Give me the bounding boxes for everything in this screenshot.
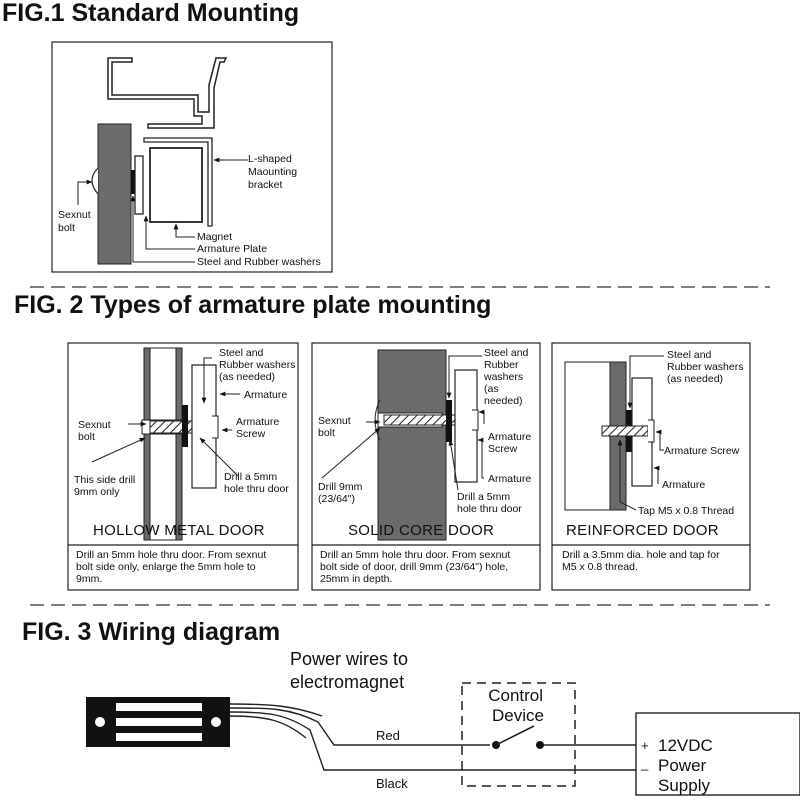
fig1-title: FIG.1 Standard Mounting <box>2 0 299 27</box>
plus-terminal-label: + <box>641 738 649 753</box>
hollow-drill-side-label: This side drill 9mm only <box>74 474 138 498</box>
red-wire-label: Red <box>376 728 400 743</box>
hollow-drill-hole-label: Drill a 5mm hole thru door <box>224 471 289 495</box>
reinforced-screw-label: Armature Screw <box>664 445 740 457</box>
power-wires-label: Power wires to electromagnet <box>290 649 413 692</box>
fig2-reinforced-panel: Steel and Rubber washers (as needed) Arm… <box>551 342 751 591</box>
solid-drill-hole-label: Drill a 5mm hole thru door <box>457 491 522 515</box>
wiring-diagram: Power wires to electromagnet Control Dev… <box>86 649 800 796</box>
hollow-armature-label: Armature <box>244 389 287 401</box>
wire-red <box>229 707 490 746</box>
solid-screw-label: Armature Screw <box>488 431 534 455</box>
fig2-title: FIG. 2 Types of armature plate mounting <box>14 291 491 319</box>
label-magnet: Magnet <box>197 231 232 243</box>
label-sexnut-bolt: Sexnut bolt <box>58 209 94 234</box>
l-bracket-top <box>107 57 228 129</box>
reinforced-armature-label: Armature <box>662 479 705 491</box>
control-device-label: Control Device <box>488 686 548 725</box>
label-l-bracket: L-shaped Maounting bracket <box>248 153 300 191</box>
solid-armature-label: Armature <box>488 473 531 485</box>
magnet <box>149 147 203 223</box>
mounting-hole-right <box>211 717 221 727</box>
reinforced-washers-label: Steel and Rubber washers (as needed) <box>667 349 746 385</box>
solid-drill-9mm-label: Drill 9mm (23/64") <box>318 481 365 505</box>
washers <box>131 170 135 194</box>
label-washers: Steel and Rubber washers <box>197 256 321 268</box>
solid-note: Drill an 5mm hole thru door. From sexnut… <box>320 549 513 585</box>
hollow-note: Drill an 5mm hole thru door. From sexnut… <box>76 549 269 585</box>
fig2-solid-panel: Steel and Rubber washers (as needed) Sex… <box>311 342 541 591</box>
hollow-washers-label: Steel and Rubber washers (as needed) <box>219 347 298 383</box>
control-device-box <box>461 682 576 787</box>
solid-washers-label: Steel and Rubber washers (as needed) <box>483 347 531 407</box>
label-armature-plate: Armature Plate <box>197 243 267 255</box>
fig1-panel: L-shaped Maounting bracket Sexnut bolt M… <box>51 41 333 273</box>
black-wire-label: Black <box>376 776 408 791</box>
solid-caption: SOLID CORE DOOR <box>348 522 494 539</box>
power-supply-label: 12VDC Power Supply <box>658 736 718 795</box>
reinforced-note: Drill a 3.5mm dia. hole and tap for M5 x… <box>562 549 723 573</box>
hollow-caption: HOLLOW METAL DOOR <box>93 522 265 539</box>
switch-lever <box>495 725 535 746</box>
hollow-screw-label: Armature Screw <box>236 416 282 440</box>
fig2-hollow-panel: Steel and Rubber washers (as needed) Arm… <box>67 342 299 591</box>
armature-plate <box>134 155 144 215</box>
reinforced-caption: REINFORCED DOOR <box>566 522 719 539</box>
door <box>97 123 132 265</box>
power-supply-box <box>635 712 800 796</box>
fig3-title: FIG. 3 Wiring diagram <box>22 618 280 646</box>
hollow-sexnut-label: Sexnut bolt <box>78 419 114 443</box>
solid-sexnut-label: Sexnut bolt <box>318 415 354 439</box>
wire-black <box>229 711 636 771</box>
minus-terminal-label: _ <box>640 756 649 771</box>
reinforced-tap-label: Tap M5 x 0.8 Thread <box>638 505 734 517</box>
mounting-hole-left <box>95 717 105 727</box>
switch-contact-right <box>536 741 544 749</box>
